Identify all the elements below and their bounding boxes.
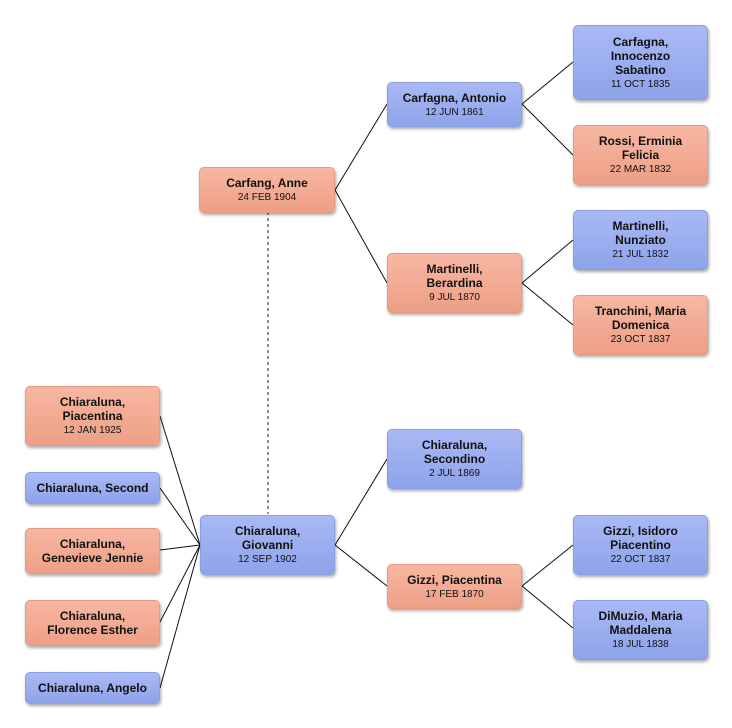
person-box-tranchini-maria[interactable]: Tranchini, Maria Domenica 23 OCT 1837 — [573, 295, 708, 355]
link-child-genevieve — [159, 544, 201, 551]
person-box-carfang-anne[interactable]: Carfang, Anne 24 FEB 1904 — [199, 167, 335, 213]
link-giovanni-secondino — [334, 458, 388, 546]
person-date: 12 SEP 1902 — [238, 554, 297, 565]
person-name: Chiaraluna, Piacentina — [59, 395, 126, 423]
person-name: Carfang, Anne — [226, 176, 308, 190]
person-date: 2 JUL 1869 — [429, 468, 480, 479]
person-box-chiaraluna-florence[interactable]: Chiaraluna, Florence Esther — [25, 600, 160, 646]
person-name: Chiaraluna, Second — [36, 481, 149, 495]
link-antonio-erminia — [521, 103, 574, 156]
person-date: 23 OCT 1837 — [610, 334, 671, 345]
person-name: Chiaraluna, Angelo — [38, 681, 147, 695]
person-name: Martinelli, Nunziato — [612, 219, 669, 247]
person-box-carfagna-antonio[interactable]: Carfagna, Antonio 12 JUN 1861 — [387, 82, 522, 127]
person-box-chiaraluna-secondino[interactable]: Chiaraluna, Secondino 2 JUL 1869 — [387, 429, 522, 489]
person-box-chiaraluna-piacentina[interactable]: Chiaraluna, Piacentina 12 JAN 1925 — [25, 386, 160, 446]
person-box-gizzi-isidoro[interactable]: Gizzi, Isidoro Piacentino 22 OCT 1837 — [573, 515, 708, 575]
link-berardina-domenica — [521, 282, 574, 326]
person-name: Chiaraluna, Giovanni — [234, 524, 301, 552]
person-date: 24 FEB 1904 — [237, 192, 297, 203]
link-child-florence — [159, 544, 201, 623]
person-box-gizzi-piacentina[interactable]: Gizzi, Piacentina 17 FEB 1870 — [387, 564, 522, 609]
person-box-carfagna-innocenzo[interactable]: Carfagna, Innocenzo Sabatino 11 OCT 1835 — [573, 25, 708, 100]
person-name: Tranchini, Maria Domenica — [594, 304, 687, 332]
person-box-chiaraluna-giovanni[interactable]: Chiaraluna, Giovanni 12 SEP 1902 — [200, 515, 335, 575]
person-name: Martinelli, Berardina — [426, 262, 483, 290]
person-name: Chiaraluna, Genevieve Jennie — [41, 537, 144, 565]
person-name: Gizzi, Isidoro Piacentino — [603, 524, 678, 552]
link-anne-antonio — [334, 103, 388, 191]
person-date: 9 JUL 1870 — [429, 292, 480, 303]
person-box-dimuzio-maria[interactable]: DiMuzio, Maria Maddalena 18 JUL 1838 — [573, 600, 708, 660]
person-name: Chiaraluna, Secondino — [421, 438, 488, 466]
person-date: 12 JAN 1925 — [63, 425, 122, 436]
person-box-rossi-erminia[interactable]: Rossi, Erminia Felicia 22 MAR 1832 — [573, 125, 708, 185]
person-name: Carfagna, Antonio — [402, 90, 507, 105]
person-name: Rossi, Erminia Felicia — [598, 134, 683, 162]
link-child-second — [159, 487, 201, 546]
person-box-chiaraluna-angelo[interactable]: Chiaraluna, Angelo — [25, 672, 160, 704]
person-name: Chiaraluna, Florence Esther — [47, 609, 138, 637]
person-box-chiaraluna-genevieve[interactable]: Chiaraluna, Genevieve Jennie — [25, 528, 160, 574]
link-anne-berardina — [334, 189, 388, 284]
link-antonio-innocenzo — [521, 61, 574, 105]
person-box-chiaraluna-second[interactable]: Chiaraluna, Second — [25, 472, 160, 504]
link-berardina-nunziato — [521, 239, 574, 284]
person-date: 11 OCT 1835 — [610, 78, 671, 90]
link-child-angelo — [159, 544, 201, 689]
person-date: 12 JUN 1861 — [425, 106, 484, 118]
person-box-martinelli-berardina[interactable]: Martinelli, Berardina 9 JUL 1870 — [387, 253, 522, 313]
person-box-martinelli-nunziato[interactable]: Martinelli, Nunziato 21 JUL 1832 — [573, 210, 708, 270]
person-date: 22 MAR 1832 — [609, 164, 672, 175]
link-child-piacentina — [159, 415, 201, 546]
person-name: Gizzi, Piacentina — [407, 572, 502, 587]
person-date: 21 JUL 1832 — [612, 249, 669, 260]
link-giovanni-piacentina — [334, 544, 388, 587]
person-date: 18 JUL 1838 — [612, 639, 669, 650]
person-date: 22 OCT 1837 — [610, 554, 671, 565]
person-date: 17 FEB 1870 — [425, 588, 484, 600]
person-name: Carfagna, Innocenzo Sabatino — [610, 34, 671, 77]
link-piacentina-maddalena — [521, 585, 574, 629]
person-name: DiMuzio, Maria Maddalena — [598, 609, 683, 637]
link-piacentina-isidoro — [521, 544, 574, 587]
